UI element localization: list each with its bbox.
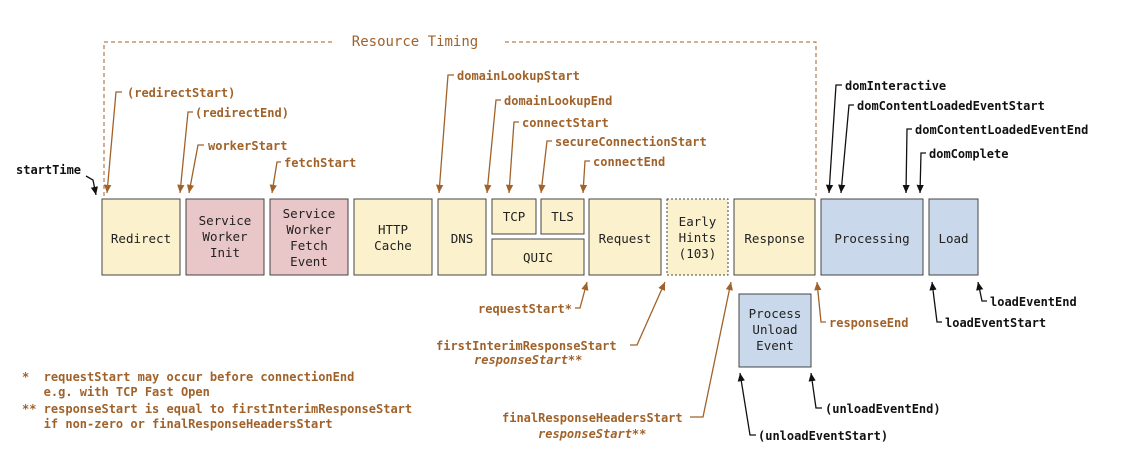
arrow-domain-lookup-start [435, 74, 454, 194]
arrow-dom-content-loaded-event-end [902, 128, 912, 194]
box-service-worker-init-line3: Init [210, 245, 240, 260]
box-unload-line3: Event [756, 338, 794, 353]
box-http-cache-line1: HTTP [378, 222, 408, 237]
box-service-worker-init: Service Worker Init [185, 198, 265, 276]
arrow-final-response-headers-start [690, 281, 733, 418]
label-response-start-2: responseStart** [538, 427, 646, 441]
label-connect-start: connectStart [522, 116, 609, 130]
label-secure-connection-start: secureConnectionStart [555, 135, 707, 149]
label-dom-interactive: domInteractive [845, 79, 946, 93]
box-load: Load [928, 198, 979, 276]
label-domain-lookup-start: domainLookupStart [457, 69, 580, 83]
label-domain-lookup-end: domainLookupEnd [504, 94, 612, 108]
label-connect-end: connectEnd [593, 155, 665, 169]
label-dom-content-loaded-event-start: domContentLoadedEventStart [857, 99, 1045, 113]
label-dom-content-loaded-event-end: domContentLoadedEventEnd [915, 123, 1088, 137]
box-early-hints: Early Hints (103) [666, 198, 729, 276]
box-tcp-label: TCP [503, 209, 526, 224]
arrow-connect-start [505, 121, 519, 194]
label-unload-event-end: (unloadEventEnd) [825, 402, 941, 416]
box-early-hints-line2: Hints [679, 230, 717, 245]
label-start-time: startTime [16, 163, 81, 177]
label-response-end: responseEnd [829, 316, 908, 330]
box-quic-label: QUIC [523, 250, 553, 265]
label-request-start: requestStart* [478, 302, 572, 316]
arrow-domain-lookup-end [484, 99, 501, 194]
box-tcp: TCP [491, 198, 537, 235]
box-redirect-label: Redirect [111, 231, 171, 246]
box-processing-label: Processing [834, 231, 909, 246]
arrow-unload-event-start [737, 372, 756, 436]
box-service-worker-init-line1: Service [199, 213, 252, 228]
label-dom-complete: domComplete [929, 147, 1008, 161]
arrow-redirect-end [177, 111, 193, 194]
footnote-line-3: ** responseStart is equal to firstInteri… [22, 402, 412, 416]
label-fetch-start: fetchStart [284, 156, 356, 170]
arrow-unload-event-end [808, 372, 822, 409]
label-unload-event-start: (unloadEventStart) [758, 429, 888, 443]
footnote-line-4: if non-zero or finalResponseHeadersStart [22, 417, 333, 431]
footnote-line-2: e.g. with TCP Fast Open [22, 385, 210, 399]
arrow-start-time [85, 175, 98, 196]
arrow-first-interim-response-start [630, 281, 666, 346]
arrow-fetch-start [269, 161, 281, 194]
arrow-secure-connection-start [538, 140, 552, 194]
box-early-hints-line3: (103) [679, 246, 717, 261]
box-unload-line1: Process [749, 306, 802, 321]
box-request-label: Request [599, 231, 652, 246]
box-early-hints-line1: Early [679, 214, 717, 229]
box-sw-fetch-line3: Fetch [290, 238, 328, 253]
box-processing: Processing [820, 198, 924, 276]
box-quic: QUIC [491, 238, 585, 276]
arrow-load-event-end [976, 281, 987, 302]
label-first-interim-response-start: firstInterimResponseStart [436, 339, 617, 353]
label-worker-start: workerStart [208, 139, 287, 153]
diagram-title: Resource Timing [352, 34, 478, 50]
arrow-request-start [575, 281, 589, 309]
footnotes: * requestStart may occur before connecti… [22, 370, 412, 431]
footnote-line-1: * requestStart may occur before connecti… [22, 370, 354, 384]
box-sw-fetch-line4: Event [290, 254, 328, 269]
box-sw-fetch-line1: Service [283, 206, 336, 221]
box-service-worker-fetch-event: Service Worker Fetch Event [269, 198, 349, 276]
box-tls-label: TLS [551, 209, 574, 224]
label-response-start-1: responseStart** [474, 353, 582, 367]
box-response: Response [733, 198, 816, 276]
arrow-redirect-start [104, 91, 122, 194]
box-service-worker-init-line2: Worker [202, 229, 248, 244]
arrow-load-event-start [929, 281, 942, 323]
resource-timing-bracket [103, 41, 817, 196]
label-redirect-start: (redirectStart) [127, 86, 235, 100]
label-load-event-start: loadEventStart [945, 316, 1046, 330]
box-dns-label: DNS [451, 231, 474, 246]
box-sw-fetch-line2: Worker [286, 222, 332, 237]
arrow-dom-complete [916, 152, 926, 194]
box-request: Request [588, 198, 662, 276]
arrow-dom-interactive [825, 84, 842, 194]
arrow-worker-start [186, 144, 204, 194]
box-response-label: Response [744, 231, 804, 246]
label-final-response-headers-start: finalResponseHeadersStart [502, 411, 683, 425]
label-load-event-end: loadEventEnd [990, 295, 1077, 309]
box-process-unload-event: Process Unload Event [738, 293, 812, 368]
box-load-label: Load [938, 231, 968, 246]
arrow-connect-end [579, 160, 590, 194]
box-unload-line2: Unload [752, 322, 797, 337]
box-dns: DNS [437, 198, 487, 276]
box-tls: TLS [540, 198, 585, 235]
box-http-cache-line2: Cache [374, 238, 412, 253]
arrow-dom-content-loaded-event-start [838, 104, 854, 194]
box-http-cache: HTTP Cache [353, 198, 433, 276]
box-redirect: Redirect [101, 198, 181, 276]
arrow-response-end [814, 281, 826, 323]
label-redirect-end: (redirectEnd) [195, 106, 289, 120]
